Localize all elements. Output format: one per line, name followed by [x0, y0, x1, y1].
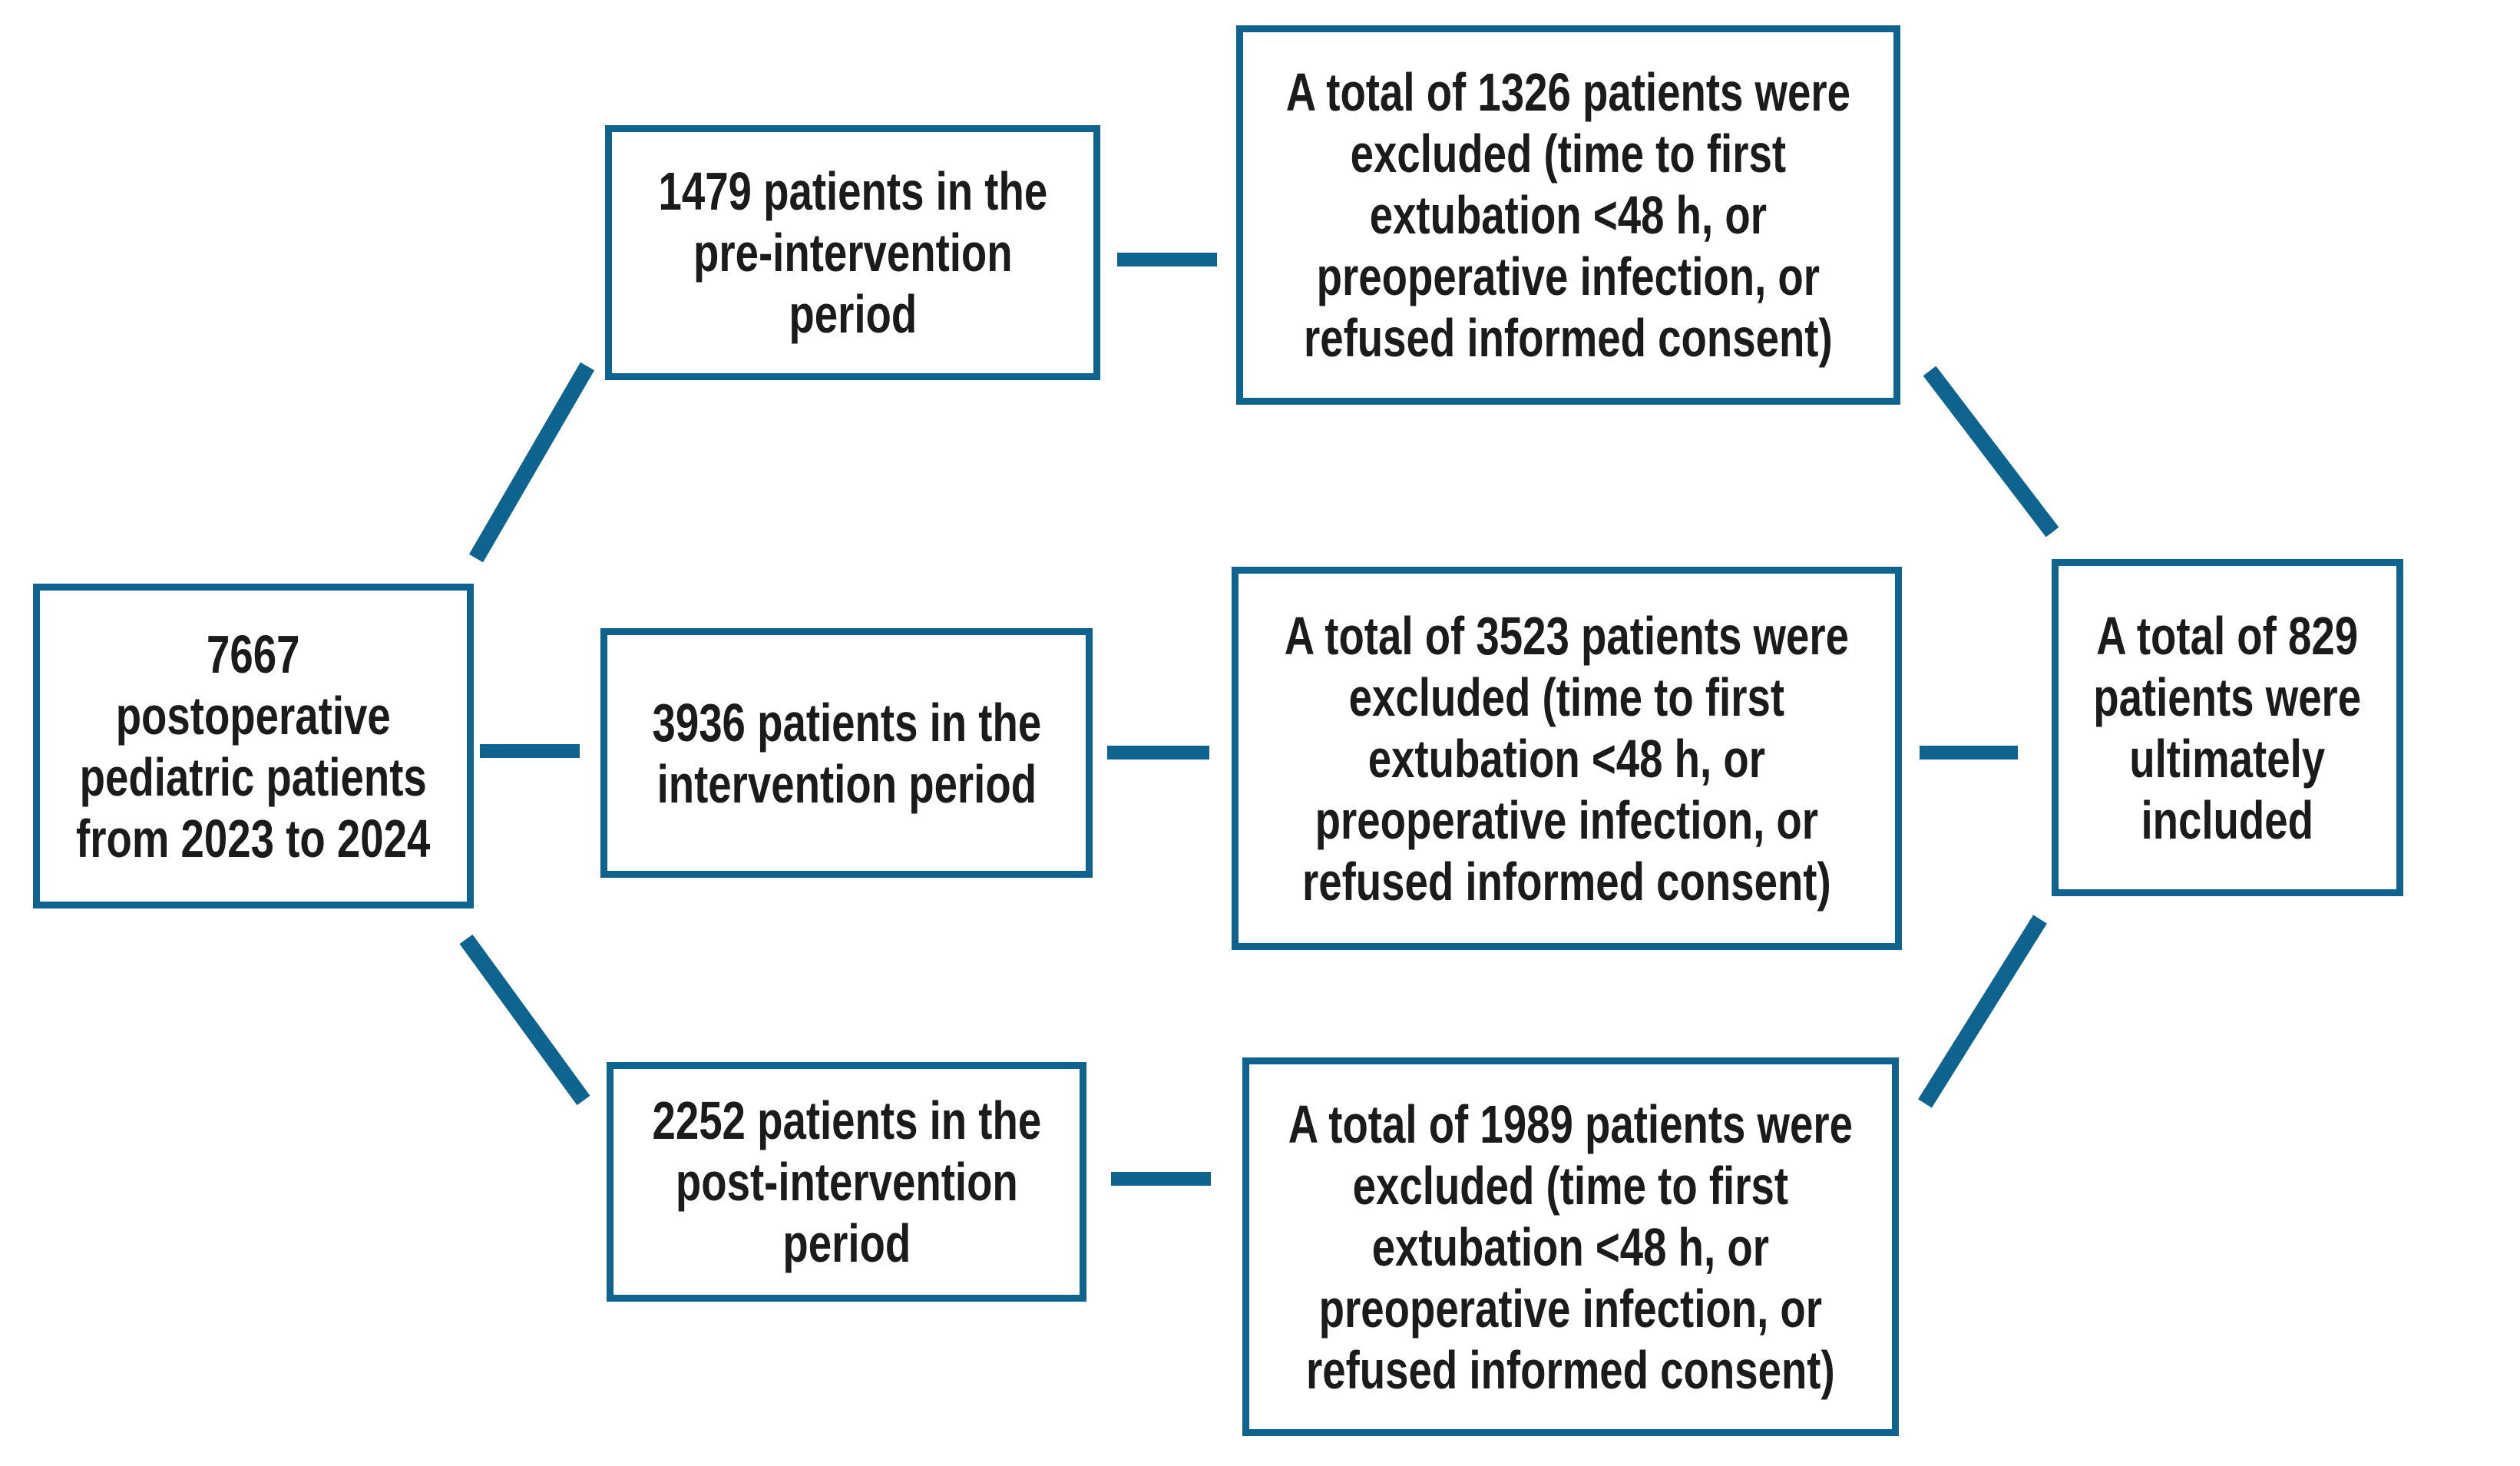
connector-source-to-post	[459, 934, 590, 1106]
node-excluded-pre-label: A total of 1326 patients were excluded (…	[1285, 62, 1851, 368]
node-excluded-intervention-label: A total of 3523 patients were excluded (…	[1284, 605, 1850, 912]
node-pre-intervention: 1479 patients in the pre-intervention pe…	[605, 125, 1100, 380]
node-total-patients-label: 7667 postoperative pediatric patients fr…	[76, 624, 431, 869]
node-intervention-label: 3936 patients in the intervention period	[652, 692, 1041, 814]
node-excluded-pre: A total of 1326 patients were excluded (…	[1236, 25, 1900, 405]
node-intervention: 3936 patients in the intervention period	[600, 628, 1093, 878]
node-excluded-post-label: A total of 1989 patients were excluded (…	[1288, 1094, 1854, 1400]
node-included-label: A total of 829 patients were ultimately …	[2093, 605, 2362, 850]
connector-source-to-pre	[468, 362, 595, 563]
connector-excluded-post-to-included	[1918, 915, 2047, 1108]
node-post-intervention-label: 2252 patients in the post-intervention p…	[652, 1090, 1041, 1273]
node-pre-intervention-label: 1479 patients in the pre-intervention pe…	[658, 161, 1047, 344]
node-total-patients: 7667 postoperative pediatric patients fr…	[33, 584, 474, 908]
node-excluded-post: A total of 1989 patients were excluded (…	[1242, 1057, 1899, 1436]
connector-excluded-to-included	[1920, 746, 2018, 759]
connector-intervention-to-excluded	[1107, 746, 1209, 759]
node-included: A total of 829 patients were ultimately …	[2052, 559, 2403, 896]
node-post-intervention: 2252 patients in the post-intervention p…	[607, 1062, 1086, 1302]
connector-source-to-intervention	[480, 744, 580, 758]
node-excluded-intervention: A total of 3523 patients were excluded (…	[1232, 567, 1902, 950]
connector-excluded-pre-to-included	[1923, 366, 2059, 538]
connector-post-to-excluded	[1111, 1172, 1211, 1186]
connector-pre-to-excluded	[1117, 253, 1217, 266]
